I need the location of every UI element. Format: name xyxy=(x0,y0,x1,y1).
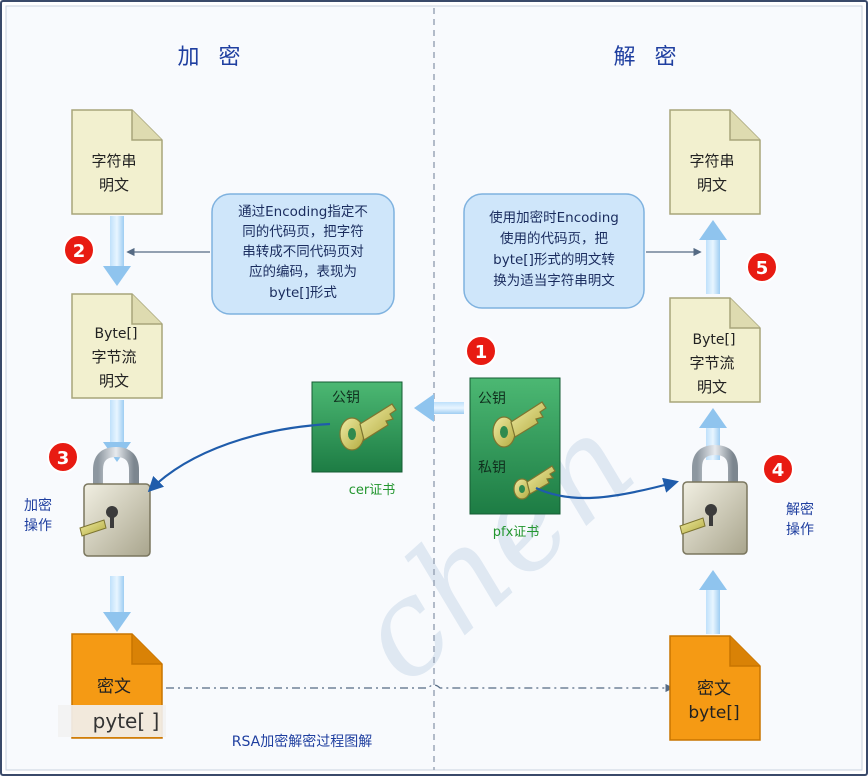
step-badge-4: 4 xyxy=(762,453,794,485)
svg-text:密文: 密文 xyxy=(697,679,731,699)
svg-text:换为适当字符串明文: 换为适当字符串明文 xyxy=(493,273,615,289)
left-down-arrow-3 xyxy=(103,576,131,632)
svg-text:byte[]形式的明文转: byte[]形式的明文转 xyxy=(493,252,615,268)
svg-text:字符串: 字符串 xyxy=(91,152,136,170)
cer-caption: cer证书 xyxy=(349,483,396,498)
right-lock-icon xyxy=(679,444,748,555)
cer-key-icon xyxy=(339,403,397,451)
right-lock-label-1: 解密 xyxy=(786,501,814,518)
svg-text:Byte[]: Byte[] xyxy=(693,332,736,348)
svg-text:1: 1 xyxy=(475,342,488,363)
step-badge-3: 3 xyxy=(47,441,79,473)
svg-text:明文: 明文 xyxy=(697,378,727,396)
svg-text:同的代码页，把字符: 同的代码页，把字符 xyxy=(242,224,364,240)
step-badge-5: 5 xyxy=(746,251,778,283)
svg-text:4: 4 xyxy=(772,460,785,481)
left-lock-label-1: 加密 xyxy=(24,497,52,514)
pfx-private-label: 私钥 xyxy=(478,460,506,476)
svg-text:5: 5 xyxy=(756,258,769,279)
pfx-public-label: 公钥 xyxy=(478,391,506,407)
svg-text:byte[]: byte[] xyxy=(688,703,739,723)
svg-text:串转成不同代码页对: 串转成不同代码页对 xyxy=(242,244,364,260)
svg-text:2: 2 xyxy=(73,241,86,262)
pfx-cert: 公钥 私钥 xyxy=(469,377,561,515)
cer-cert: 公钥 xyxy=(311,381,403,473)
overlay-text: pyte[ ] xyxy=(93,709,160,733)
svg-text:明文: 明文 xyxy=(99,176,129,194)
svg-text:明文: 明文 xyxy=(99,372,129,390)
overlay-box xyxy=(58,705,166,737)
svg-text:byte[]形式: byte[]形式 xyxy=(269,285,337,301)
pfx-public-key-icon xyxy=(492,401,547,448)
encrypt-header: 加 密 xyxy=(178,45,247,70)
left-bytes-doc: Byte[] 字节流 明文 xyxy=(71,293,163,399)
pfx-to-cer-arrow xyxy=(414,394,464,422)
svg-text:使用加密时Encoding: 使用加密时Encoding xyxy=(489,209,619,226)
left-down-arrow-1 xyxy=(103,216,131,286)
svg-text:应的编码，表现为: 应的编码，表现为 xyxy=(249,263,357,280)
svg-text:使用的代码页，把: 使用的代码页，把 xyxy=(500,230,608,247)
public-key-to-encrypt-arrow xyxy=(147,422,331,493)
svg-text:明文: 明文 xyxy=(697,176,727,194)
right-lock-label-2: 操作 xyxy=(786,522,814,538)
svg-text:字节流: 字节流 xyxy=(689,354,734,372)
right-plaintext-doc: 字符串 明文 xyxy=(669,109,761,215)
svg-text:字节流: 字节流 xyxy=(91,348,136,366)
pfx-caption: pfx证书 xyxy=(493,525,540,540)
private-key-to-decrypt-arrow xyxy=(535,477,679,500)
cipher-transfer-line xyxy=(166,683,674,693)
step-badge-2: 2 xyxy=(63,234,95,266)
left-callout: 通过Encoding指定不 同的代码页，把字符 串转成不同代码页对 应的编码，表… xyxy=(211,193,395,315)
svg-text:密文: 密文 xyxy=(97,677,131,697)
diagram-caption: RSA加密解密过程图解 xyxy=(232,733,372,750)
left-plaintext-doc: 字符串 明文 xyxy=(71,109,163,215)
step-badge-1: 1 xyxy=(465,335,497,367)
right-callout: 使用加密时Encoding 使用的代码页，把 byte[]形式的明文转 换为适当… xyxy=(463,193,645,309)
svg-text:3: 3 xyxy=(57,448,70,469)
cer-key-label: 公钥 xyxy=(332,390,360,406)
svg-text:通过Encoding指定不: 通过Encoding指定不 xyxy=(238,204,368,220)
svg-text:Byte[]: Byte[] xyxy=(95,326,138,342)
right-up-arrow-1 xyxy=(699,220,727,294)
pfx-private-key-icon xyxy=(513,465,556,500)
left-lock-icon xyxy=(79,446,151,557)
right-up-arrow-3 xyxy=(699,570,727,634)
right-bytes-doc: Byte[] 字节流 明文 xyxy=(669,297,761,403)
decrypt-header: 解 密 xyxy=(614,45,683,70)
left-lock-label-2: 操作 xyxy=(24,518,52,534)
svg-text:字符串: 字符串 xyxy=(689,152,734,170)
right-cipher-doc: 密文 byte[] xyxy=(669,635,761,741)
